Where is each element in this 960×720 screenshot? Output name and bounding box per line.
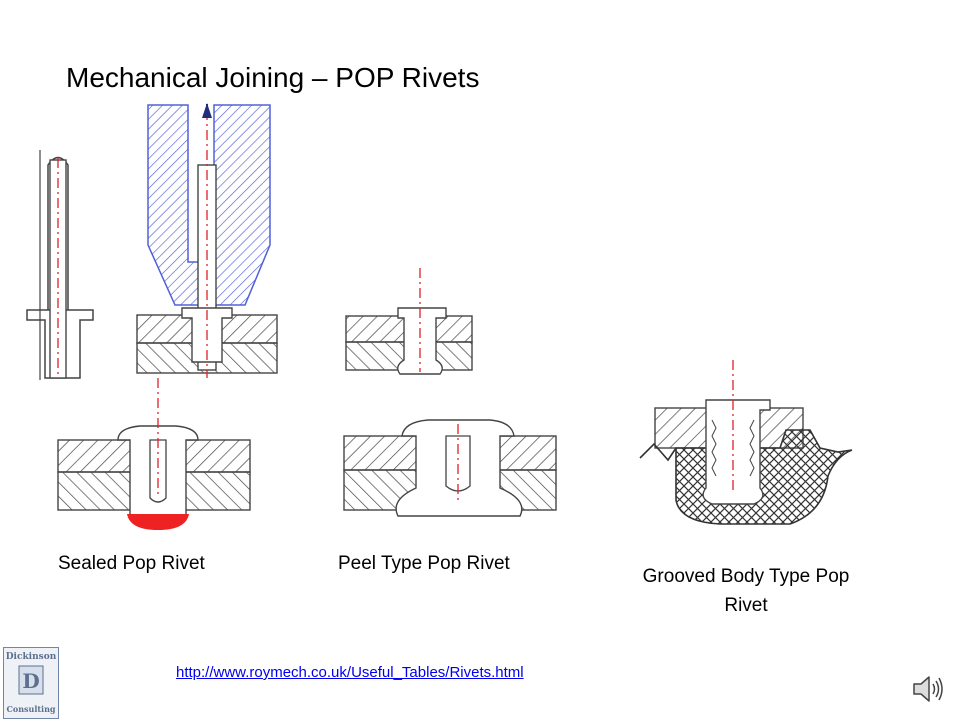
grooved-body-type-pop-rivet [639,360,853,525]
peel-type-pop-rivet [343,419,557,517]
rivet-unassembled [26,150,94,380]
svg-text:D: D [22,669,39,693]
caption-grooved-body-type: Grooved Body Type Pop Rivet [642,566,850,616]
sealed-pop-rivet [57,378,251,530]
logo-bottom-text: Consulting [6,704,56,714]
rivet-illustrations [26,103,853,530]
caption-peel-type-pop-rivet: Peel Type Pop Rivet [338,553,510,574]
rivet-set-small [345,268,473,375]
logo-top-text: Dickinson [5,652,57,662]
caption-sealed-pop-rivet: Sealed Pop Rivet [58,553,205,574]
speaker-icon[interactable] [910,672,944,706]
slide-title: Mechanical Joining – POP Rivets [66,62,480,93]
dickinson-consulting-logo: Dickinson D Consulting [3,647,59,719]
rivet-with-setting-tool [136,103,278,378]
logo-monogram: D [18,665,44,695]
reference-link[interactable]: http://www.roymech.co.uk/Useful_Tables/R… [176,664,524,681]
